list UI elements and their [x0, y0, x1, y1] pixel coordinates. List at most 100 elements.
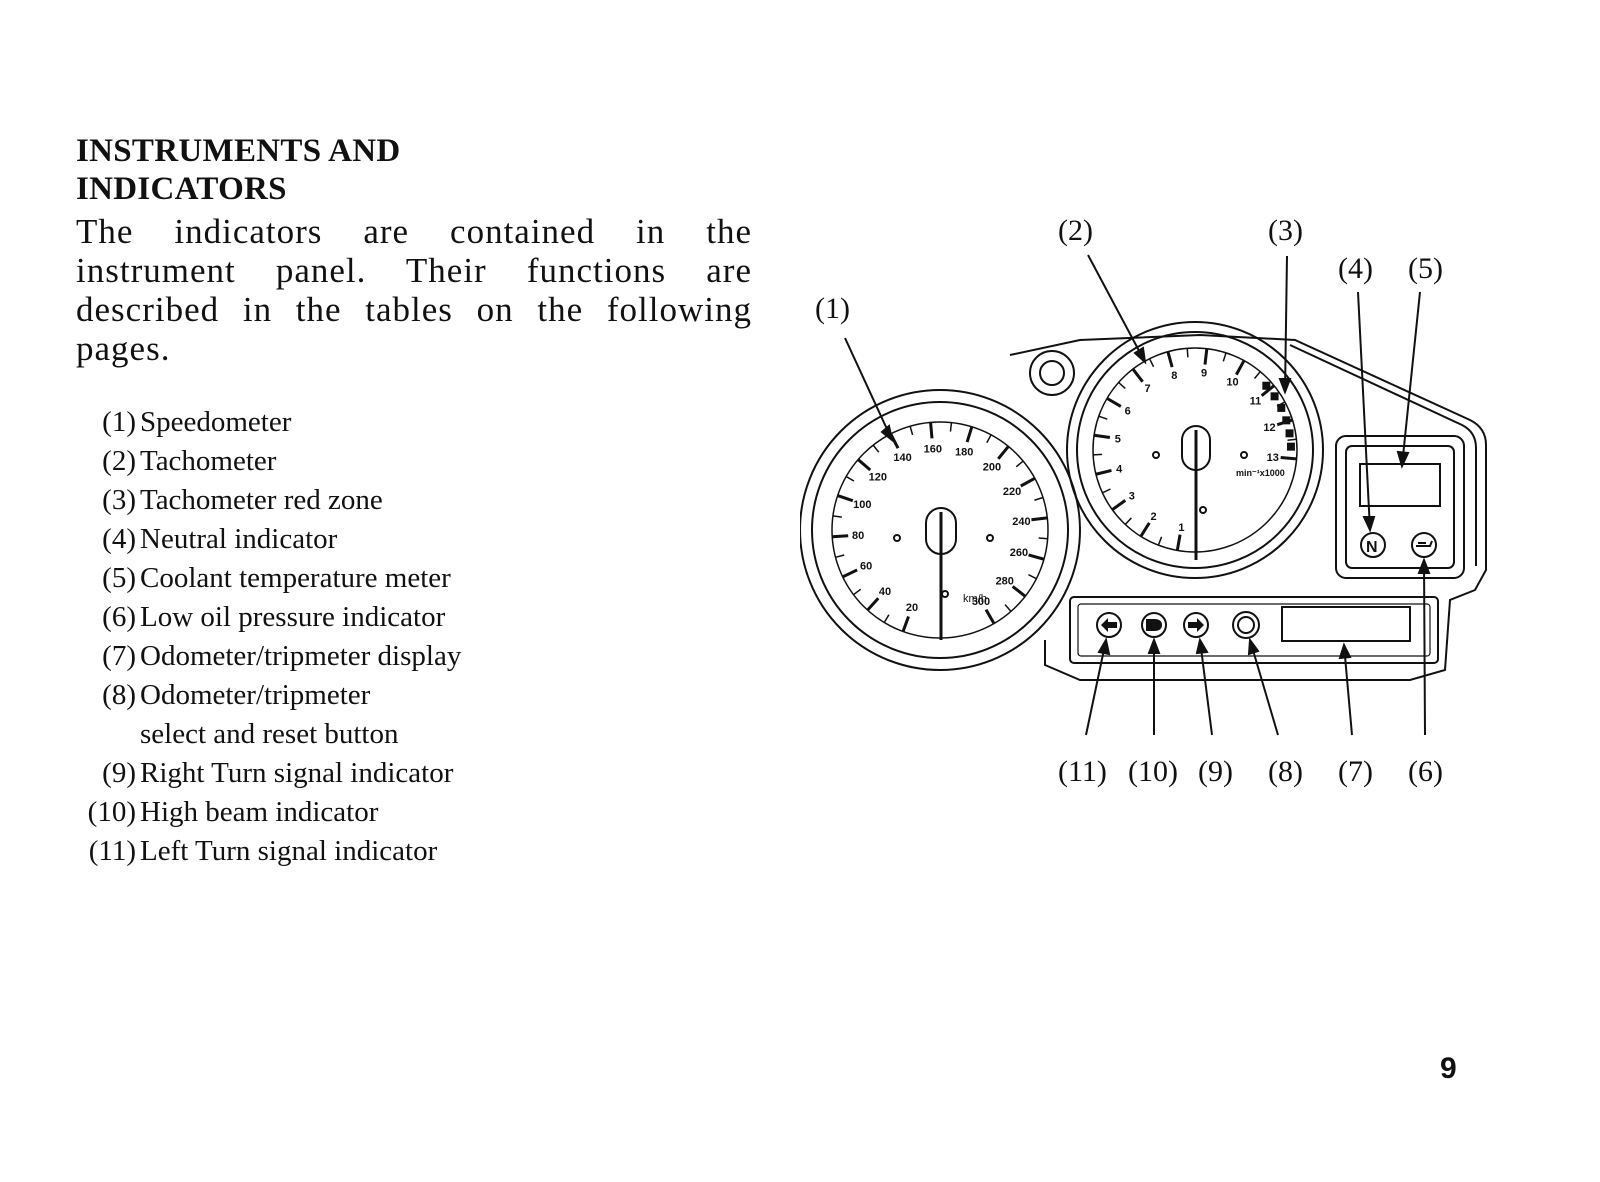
tachometer-tick [1131, 368, 1144, 383]
legend-item: (1)Speedometer [76, 403, 461, 442]
legend-number: (2) [102, 445, 136, 477]
speedometer-tick [901, 615, 910, 632]
callout-8: (8) [1268, 755, 1303, 788]
speedometer-tick [1020, 477, 1036, 488]
intro-paragraph: The indicators are contained in the inst… [76, 212, 752, 368]
tachometer-scale-label: 11 [1250, 396, 1262, 408]
tachometer-scale-label: 2 [1151, 511, 1157, 523]
speedometer-tick [1038, 537, 1048, 540]
tachometer-tick [1235, 359, 1246, 376]
low-oil-pressure-indicator [1411, 532, 1437, 558]
page-number: 9 [1440, 1052, 1457, 1085]
speedometer-tick [1031, 516, 1048, 522]
legend-label: Left Turn signal indicator [140, 835, 438, 867]
legend-label: Tachometer red zone [140, 484, 383, 516]
tachometer-scale-label: 4 [1116, 464, 1123, 476]
legend-item: (10)High beam indicator [76, 793, 461, 832]
speedometer-scale-label: 60 [860, 561, 872, 573]
tachometer-red-zone [1262, 381, 1295, 451]
red-zone-block [1285, 429, 1294, 438]
indicator-box: N [1335, 435, 1465, 579]
speedometer-tick [883, 614, 890, 623]
coolant-temperature-meter [1359, 463, 1441, 507]
left-arrow-icon [1101, 618, 1117, 632]
tachometer-scale-label: 8 [1171, 370, 1177, 382]
legend-item: (9)Right Turn signal indicator [76, 754, 461, 793]
legend-item: (3)Tachometer red zone [76, 481, 461, 520]
tachometer-tick [1148, 358, 1155, 368]
speedometer-tick [949, 422, 953, 432]
left-turn-signal-indicator [1096, 612, 1122, 638]
speedometer-tick [866, 597, 880, 612]
neutral-indicator [1360, 532, 1386, 558]
high-beam-icon [1146, 619, 1162, 631]
legend-item: (4)Neutral indicator [76, 520, 461, 559]
right-arrow-icon [1188, 618, 1204, 632]
legend-label: Speedometer [140, 406, 292, 438]
callout-6: (6) [1408, 755, 1443, 788]
speedometer-unit: km/h [963, 593, 987, 605]
speedometer-scale-label: 20 [906, 602, 918, 614]
red-zone-block [1270, 392, 1279, 401]
speedometer-tick [986, 434, 992, 444]
tachometer-tick [1166, 351, 1174, 368]
odometer-tripmeter-display [1281, 606, 1411, 642]
speedometer-scale-label: 280 [996, 575, 1014, 587]
speedometer-ticks [832, 422, 1048, 632]
speedometer-tick [1011, 585, 1027, 598]
tachometer-tick [1098, 415, 1108, 420]
tachometer-scale-label: 5 [1115, 434, 1121, 446]
speedometer-tick [832, 534, 849, 539]
legend-number: (8) [102, 679, 136, 711]
speedometer-scale-label: 220 [1003, 486, 1021, 498]
speedometer-tick [1028, 573, 1037, 580]
speedometer-scale-label: 260 [1010, 547, 1028, 559]
speedometer-scale-label: 180 [955, 447, 973, 459]
speedometer-tick [837, 494, 854, 503]
tachometer-scale-label: 1 [1178, 522, 1184, 534]
tachometer-tick [1175, 534, 1182, 551]
speedometer-scale-label: 100 [853, 499, 871, 511]
legend-item: (6)Low oil pressure indicator [76, 598, 461, 637]
component-legend: (1)Speedometer (2)Tachometer (3)Tachomet… [76, 403, 462, 871]
legend-label: High beam indicator [140, 796, 379, 828]
callout-3: (3) [1268, 214, 1303, 247]
legend-label: Neutral indicator [140, 523, 338, 555]
legend-number: (5) [102, 562, 136, 594]
mounting-boss-hole [1039, 360, 1065, 386]
callout-4: (4) [1338, 252, 1373, 285]
tachometer-scale-label: 6 [1125, 406, 1131, 418]
legend-label: Coolant temperature meter [140, 562, 451, 594]
tachometer-tick [1222, 352, 1227, 362]
tachometer-scale-label: 12 [1263, 422, 1275, 434]
speedometer-tick [845, 475, 855, 482]
tachometer-tick [1093, 433, 1111, 440]
speedometer-scale-label: 300 [972, 596, 990, 608]
tachometer-tick [1118, 381, 1126, 389]
legend-number: (1) [102, 406, 136, 438]
legend-label: Low oil pressure indicator [140, 601, 446, 633]
tachometer-scale-label: 3 [1129, 491, 1135, 503]
section-heading: INSTRUMENTS AND INDICATORS [76, 132, 400, 208]
tachometer-scale-label: 7 [1144, 383, 1150, 395]
callout-9: (9) [1198, 755, 1233, 788]
speedometer-tick [1034, 496, 1044, 501]
legend-label: Odometer/tripmeter [140, 679, 371, 711]
tachometer-tick [1095, 468, 1112, 476]
speedometer-tick [842, 568, 858, 579]
legend-label: Tachometer [140, 445, 277, 477]
speedometer-tick [929, 422, 934, 439]
oil-can-icon [1416, 540, 1433, 547]
panel-housing [1009, 333, 1487, 681]
speedometer-scale-label: 120 [869, 472, 887, 484]
leader-lines [844, 254, 1431, 736]
speedometer-scale-label: 240 [1012, 516, 1030, 528]
high-beam-indicator [1141, 612, 1167, 638]
legend-number: (11) [88, 835, 136, 867]
callout-10: (10) [1128, 755, 1178, 788]
